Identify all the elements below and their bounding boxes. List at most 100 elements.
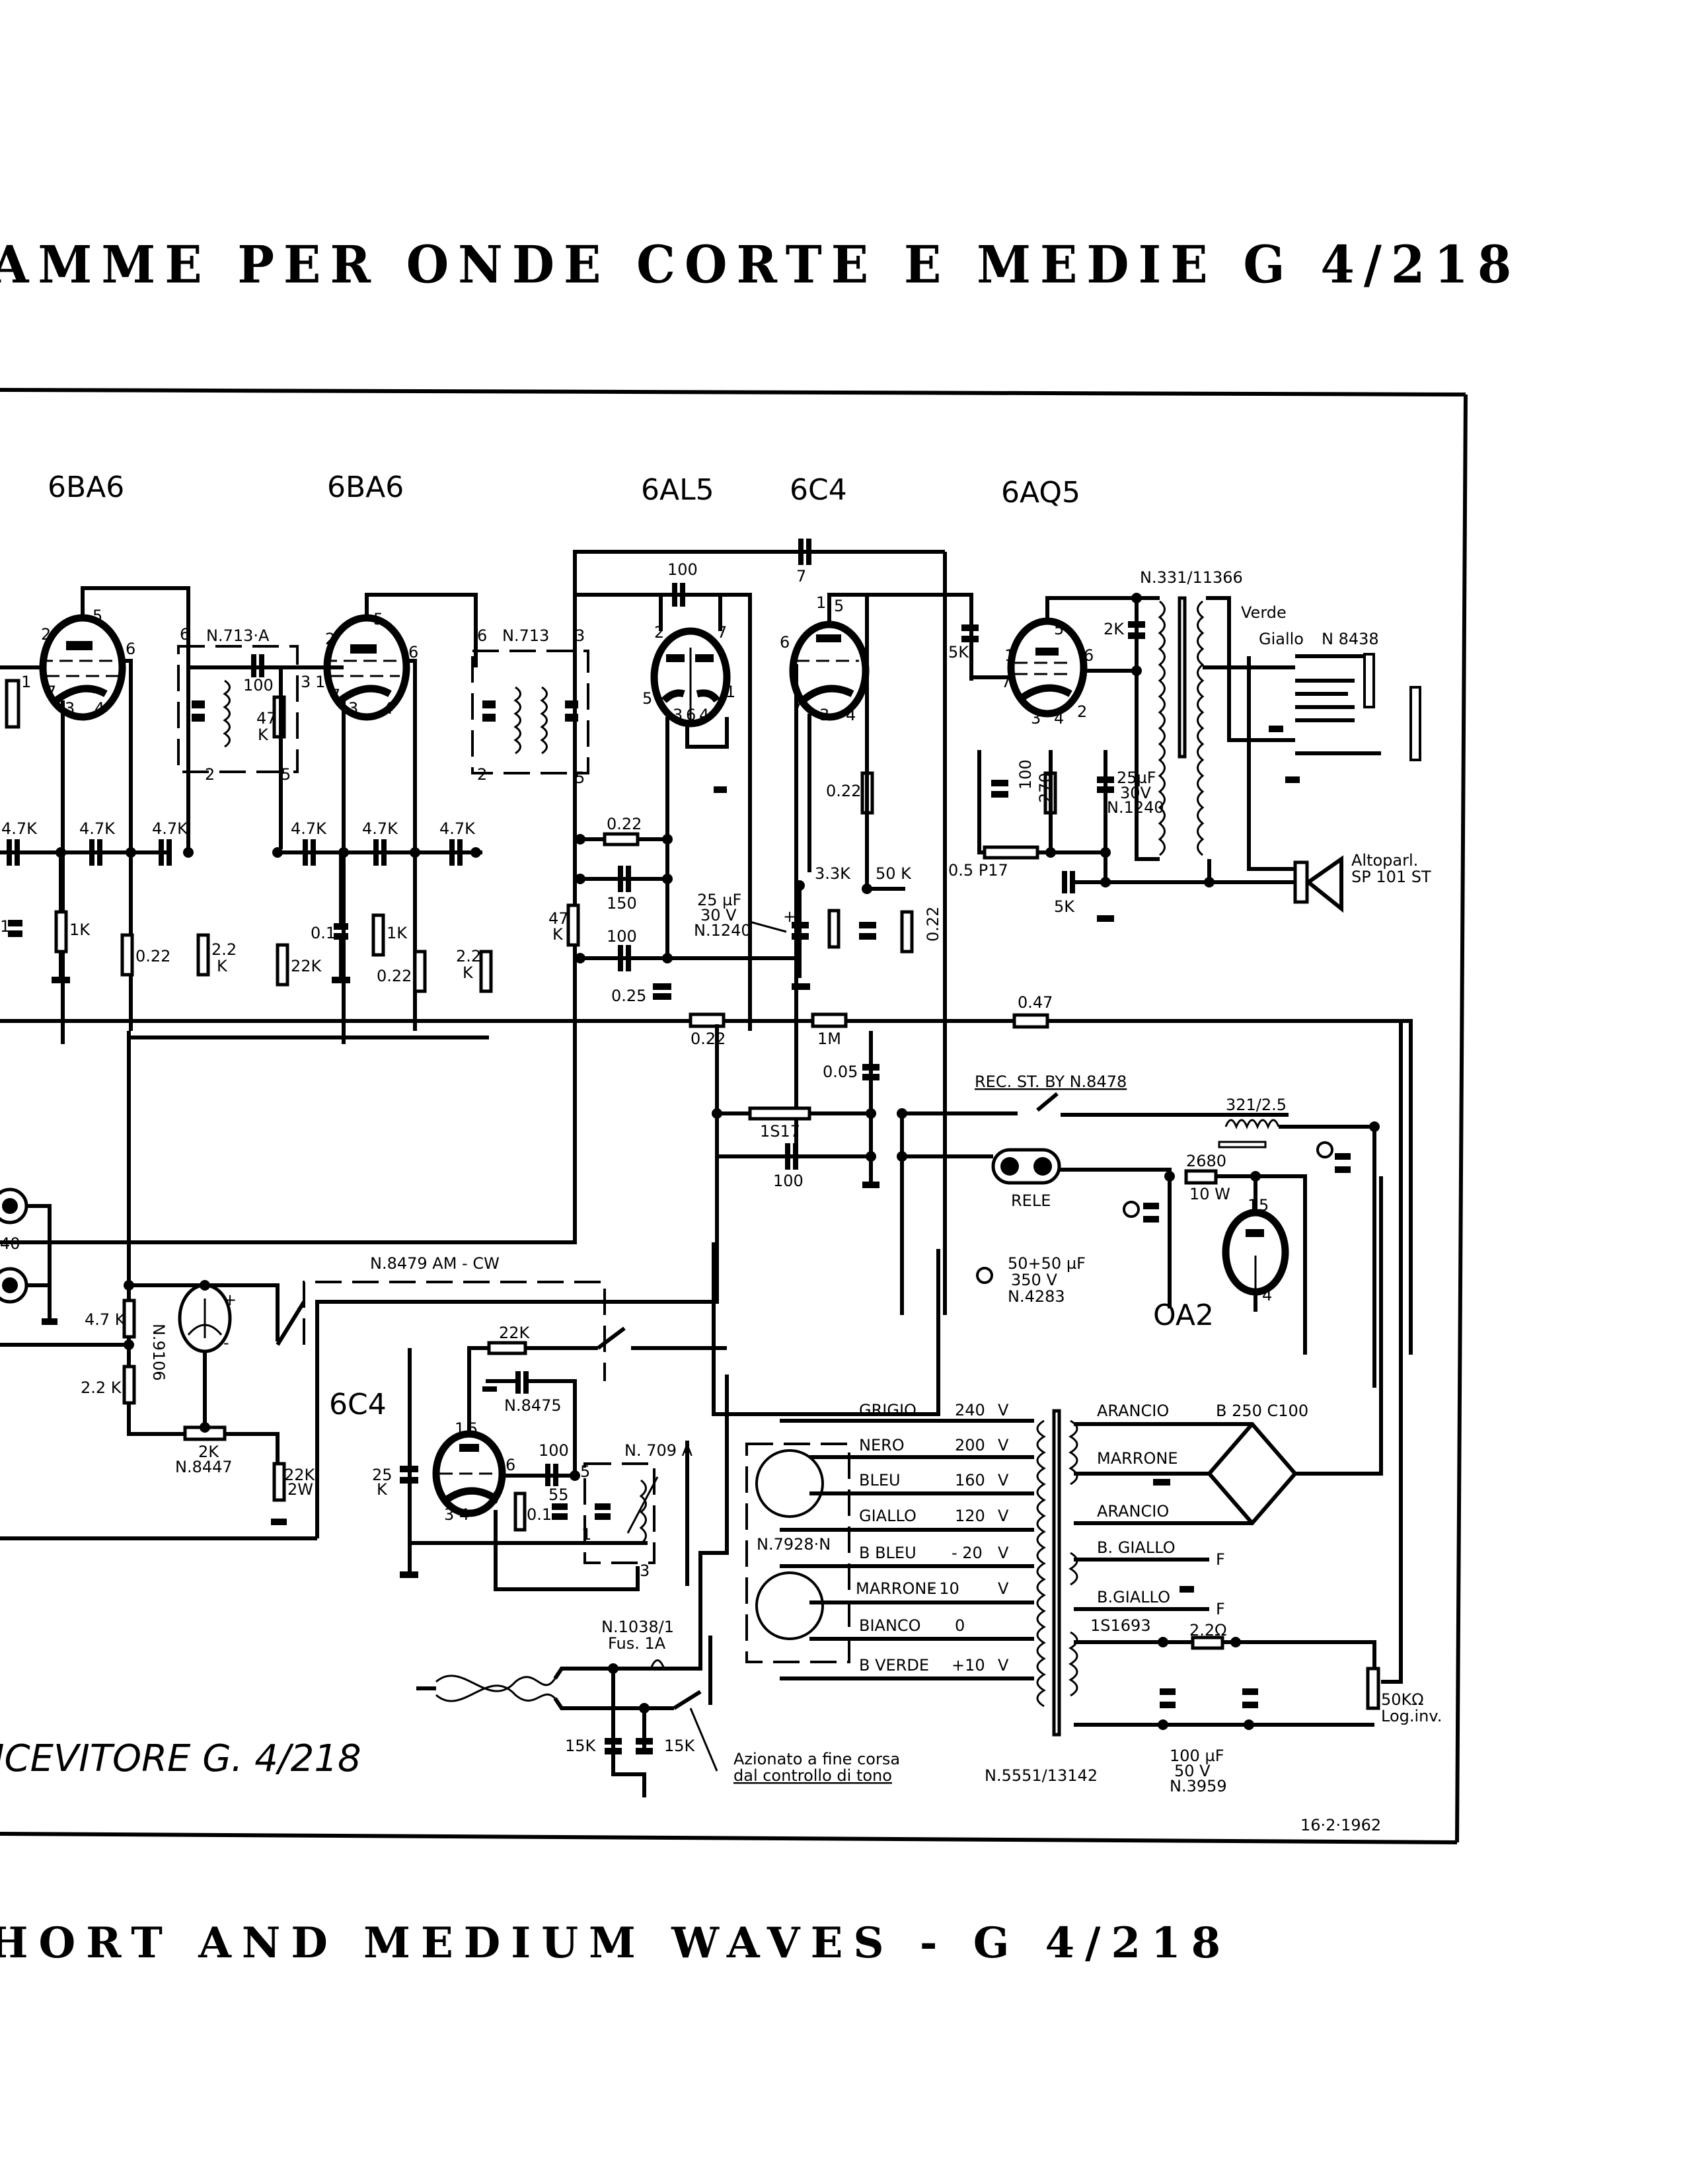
component-label: dal controllo di tono (733, 1766, 892, 1785)
component-label: 30V (1120, 784, 1152, 802)
component-label: Log.inv. (1381, 1707, 1442, 1725)
component-label: 0.25 (611, 987, 646, 1005)
tube-v1: 5 2 6 1 7 3 4 (21, 607, 135, 721)
component-label: 3 (640, 1562, 650, 1580)
drawing-frame (0, 388, 1468, 1844)
component-label: 4 (383, 699, 393, 718)
component-label: 1 (726, 683, 735, 701)
component-label: 100 (539, 1441, 569, 1460)
component-label: 0.22 (691, 1030, 726, 1048)
tube-label-v5: 6AQ5 (1001, 476, 1080, 509)
component-label: 100 (607, 927, 637, 946)
component-label: ARANCIO (1097, 1502, 1169, 1521)
voltage-selector[interactable]: N.7928·N (745, 1443, 850, 1663)
junction-dot (1131, 665, 1142, 676)
component-label: 0.47 (1018, 993, 1053, 1012)
component-label: N 8438 (1322, 630, 1379, 648)
component-label: 5 (373, 610, 383, 628)
component-label: N.9106 (149, 1324, 168, 1381)
component-label: B VERDE (859, 1656, 929, 1675)
component-label: BLEU (859, 1471, 901, 1489)
component-label: 2 (1077, 702, 1087, 721)
component-label: 2K (1104, 620, 1125, 638)
component-label: 350 V (1011, 1271, 1057, 1289)
component-label: 47 (256, 709, 277, 728)
junction-dot (1244, 1719, 1254, 1730)
junction-dot (200, 1422, 210, 1433)
component-label: 5 (575, 769, 585, 787)
component-label: REC. ST. BY N.8478 (975, 1073, 1127, 1091)
component-label: V (998, 1579, 1009, 1598)
component-label: Altoparl. (1351, 851, 1418, 870)
component-label: 4.7K (439, 819, 476, 838)
component-label: N. 709 A (624, 1441, 693, 1460)
junction-dot (1131, 593, 1142, 603)
component-label: 6 (686, 706, 696, 724)
component-label: 4 (459, 1505, 469, 1524)
component-label: 15K (565, 1737, 597, 1755)
junction-dot (897, 1108, 907, 1119)
am-cw-switch[interactable]: N.8479 AM - CW (303, 1254, 606, 1381)
component-label: V (998, 1507, 1009, 1525)
component-label: 5 (93, 607, 102, 625)
component-label: F (1216, 1600, 1225, 1618)
component-label: 4.7K (79, 819, 116, 838)
component-label: B.GIALLO (1097, 1588, 1170, 1606)
component-label: 1 (21, 673, 31, 691)
component-label: 47 (548, 909, 569, 928)
power-transformer: N.5551/13142 (985, 1409, 1098, 1785)
tube-v5: 5 6 1 7 3 4 2 (1001, 617, 1094, 728)
component-label: GIALLO (859, 1507, 917, 1525)
component-label: 4 (1054, 709, 1064, 728)
component-label: Giallo (1259, 630, 1304, 648)
component-label: 2680 (1186, 1152, 1226, 1170)
component-label: N.1240 (1107, 798, 1164, 817)
component-label: 200 (955, 1436, 985, 1454)
tube-label-v1: 6BA6 (48, 471, 124, 504)
component-label: N.331/11366 (1140, 568, 1243, 587)
choke: 321/2.5 (1218, 1096, 1376, 1388)
component-label: N.5551/13142 (985, 1766, 1098, 1785)
drawing-date: 16·2·1962 (1300, 1816, 1381, 1834)
component-label: 5 (580, 1462, 590, 1481)
component-label: 7 (796, 567, 806, 585)
component-label: B. GIALLO (1097, 1538, 1176, 1557)
rc-ladder-left: 4.7K 4.7K 4.7K 1 1K 0.22 2.2 K (0, 819, 237, 983)
junction-dot (1045, 847, 1056, 858)
junction-dot (866, 1151, 876, 1162)
component-label: 15K (664, 1737, 696, 1755)
tube-v6-bfo: 1 5 6 7 3 4 (432, 1419, 515, 1524)
component-label: V (998, 1471, 1009, 1489)
component-label: 1M (817, 1030, 841, 1048)
component-label: 2W (287, 1480, 313, 1499)
component-label: 0.22 (377, 967, 412, 985)
junction-dot (662, 953, 673, 963)
component-label: F (1216, 1550, 1225, 1569)
component-label: 4 (94, 699, 104, 718)
component-label: RELE (1011, 1191, 1051, 1210)
if2-label: N.713 (502, 626, 549, 645)
tube-label-v3: 6AL5 (641, 473, 714, 507)
detector-c100: 100 (667, 560, 698, 579)
component-label: MARRONE (1097, 1449, 1178, 1468)
component-label: 2 (41, 625, 51, 644)
component-label: 50+50 µF (1008, 1254, 1086, 1273)
tube-v7-oa2: 1 5 4 (1222, 1176, 1289, 1312)
component-label: 0 (955, 1616, 965, 1635)
component-label: K (377, 1480, 388, 1499)
relay: RELE (900, 1113, 1172, 1315)
component-label: B 250 C100 (1216, 1402, 1308, 1420)
component-label: Fus. 1A (608, 1634, 666, 1653)
headphone-jack (1247, 653, 1421, 871)
junction-dot (570, 1470, 580, 1481)
component-label: 3 (65, 699, 75, 718)
component-label: 150 (607, 894, 637, 913)
component-label: 40 (0, 1234, 20, 1253)
standby-switch[interactable]: REC. ST. BY N.8478 (902, 1073, 1289, 1117)
component-label: - 10 (928, 1579, 959, 1598)
component-label: 1 (1004, 646, 1014, 665)
